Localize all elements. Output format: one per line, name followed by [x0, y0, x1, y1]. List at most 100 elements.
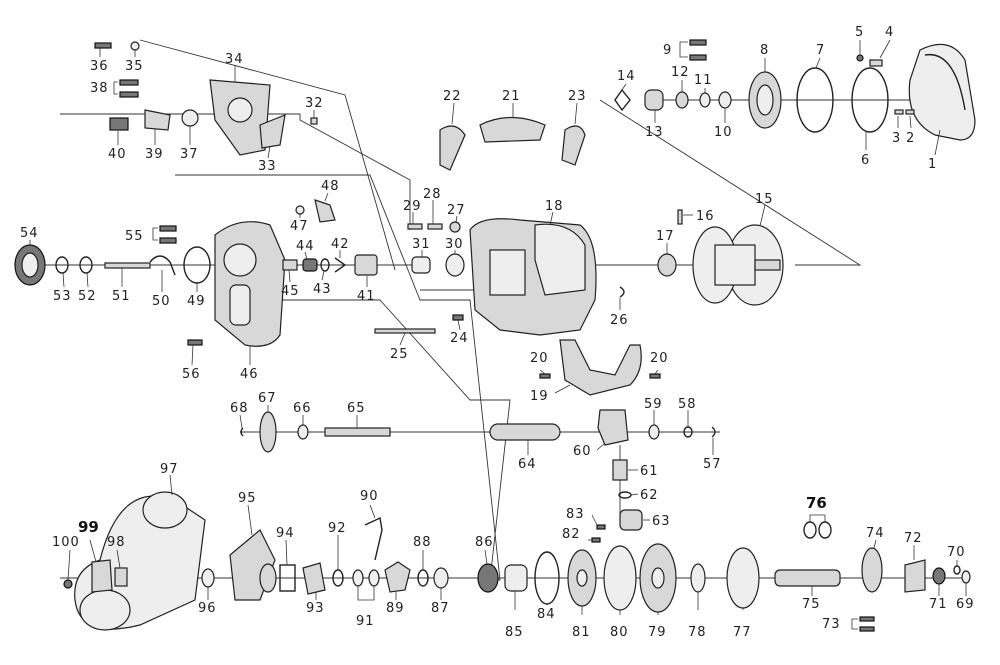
part-59-bushing[interactable]	[648, 424, 660, 440]
part-26-clip[interactable]	[619, 286, 625, 298]
part-1-side-cover[interactable]	[908, 43, 976, 141]
part-66-bushing[interactable]	[297, 424, 309, 440]
part-31-bushing[interactable]	[411, 256, 431, 274]
part-22-side-piece-left[interactable]	[439, 125, 466, 171]
part-2-pin[interactable]	[905, 109, 915, 115]
part-38-screw-lower[interactable]	[119, 91, 139, 98]
part-82-pin[interactable]	[591, 537, 601, 543]
part-63-cap[interactable]	[619, 509, 643, 531]
label-part-14: 14	[617, 69, 636, 84]
part-94-spring[interactable]	[279, 564, 296, 592]
part-6-cover-ring[interactable]	[851, 67, 889, 133]
part-96-washer[interactable]	[201, 568, 215, 588]
part-27-bushing[interactable]	[449, 221, 461, 233]
part-73-screw-upper[interactable]	[859, 616, 875, 622]
part-87-bearing[interactable]	[433, 567, 449, 589]
part-16-pin[interactable]	[677, 209, 683, 225]
part-60-line-guide[interactable]	[597, 409, 629, 446]
part-18-frame-window	[534, 223, 586, 296]
part-40-spring[interactable]	[109, 117, 129, 131]
part-44-bearing[interactable]	[302, 258, 318, 272]
part-91-washer-a[interactable]	[352, 569, 364, 587]
part-28-pin[interactable]	[427, 223, 443, 230]
part-47-washer[interactable]	[295, 205, 305, 215]
part-56-screw[interactable]	[187, 339, 203, 346]
part-32-nut[interactable]	[310, 117, 318, 125]
part-62-washer[interactable]	[618, 491, 632, 499]
part-12-bushing[interactable]	[675, 91, 689, 109]
part-98-nut[interactable]	[114, 567, 128, 587]
part-20-screw-right[interactable]	[649, 373, 661, 379]
part-79-main-gear-hub	[651, 567, 665, 589]
part-57-clip[interactable]	[711, 426, 716, 438]
part-70-clip[interactable]	[953, 565, 961, 575]
part-36-screw[interactable]	[94, 42, 112, 49]
part-74-pinion-gear[interactable]	[861, 547, 883, 593]
part-55-screw-lower[interactable]	[159, 237, 177, 244]
part-53-o-ring[interactable]	[55, 256, 69, 274]
part-75-main-shaft[interactable]	[774, 569, 841, 587]
part-93-nut[interactable]	[302, 562, 326, 595]
part-91-washer-b[interactable]	[368, 569, 380, 587]
part-13-bearing[interactable]	[644, 89, 664, 111]
label-part-47: 47	[290, 219, 309, 234]
part-55-screw-upper[interactable]	[159, 225, 177, 232]
part-11-washer[interactable]	[699, 92, 711, 108]
part-46-side-plate[interactable]	[214, 221, 286, 347]
part-17-bearing[interactable]	[657, 253, 677, 277]
part-23-side-piece-right[interactable]	[561, 125, 586, 166]
part-9-screw-lower[interactable]	[689, 54, 707, 61]
label-part-56: 56	[182, 367, 201, 382]
part-20-screw-left[interactable]	[539, 373, 551, 379]
part-67-gear[interactable]	[259, 411, 277, 453]
part-42-clip[interactable]	[334, 257, 347, 273]
part-5-screw[interactable]	[856, 54, 864, 62]
part-72-plate[interactable]	[904, 559, 926, 593]
part-37-gear[interactable]	[181, 109, 199, 127]
part-10-washer[interactable]	[718, 91, 732, 109]
part-99-plate[interactable]	[91, 559, 113, 593]
part-51-shaft[interactable]	[104, 262, 151, 269]
part-90-clicker[interactable]	[364, 516, 383, 561]
part-77-ratchet[interactable]	[726, 547, 760, 609]
part-39-lever[interactable]	[144, 109, 171, 131]
part-64-guide-tube[interactable]	[489, 423, 561, 441]
part-76-ring-b[interactable]	[818, 521, 832, 539]
part-68-clip[interactable]	[240, 427, 244, 437]
part-4-knob[interactable]	[869, 59, 883, 67]
part-69-washer[interactable]	[961, 570, 971, 584]
part-100-screw[interactable]	[63, 579, 73, 589]
leader-48	[324, 192, 329, 202]
part-78-washer[interactable]	[690, 563, 706, 593]
part-76-ring-a[interactable]	[803, 521, 817, 539]
part-21-top-cover[interactable]	[479, 116, 546, 143]
part-89-bushing[interactable]	[384, 561, 411, 593]
part-33-lever[interactable]	[259, 114, 286, 149]
part-9-screw-upper[interactable]	[689, 39, 707, 46]
part-19-thumb-bar[interactable]	[559, 339, 642, 396]
part-38-screw-upper[interactable]	[119, 79, 139, 86]
part-50-spring[interactable]	[149, 255, 176, 276]
part-43-ring[interactable]	[320, 258, 330, 272]
label-part-30: 30	[445, 237, 464, 252]
part-65-worm-shaft[interactable]	[324, 427, 391, 437]
part-7-o-ring[interactable]	[796, 67, 834, 133]
part-86-bearing[interactable]	[477, 563, 499, 593]
part-85-bushing[interactable]	[504, 564, 528, 592]
part-30-ring[interactable]	[445, 253, 465, 277]
part-45-bushing[interactable]	[282, 259, 298, 271]
part-80-drag-washer[interactable]	[603, 545, 637, 611]
part-41-pinion[interactable]	[354, 254, 378, 276]
part-35-washer[interactable]	[130, 41, 140, 51]
part-3-pin[interactable]	[894, 109, 904, 115]
part-73-screw-lower[interactable]	[859, 626, 875, 632]
part-24-screw[interactable]	[452, 314, 464, 321]
part-61-pawl[interactable]	[612, 459, 628, 481]
part-25-shaft[interactable]	[374, 328, 436, 334]
part-14-clip[interactable]	[614, 88, 631, 112]
part-29-pin[interactable]	[407, 223, 423, 230]
part-83-pin[interactable]	[596, 524, 606, 530]
part-52-ring[interactable]	[79, 256, 93, 274]
part-71-bearing[interactable]	[932, 567, 946, 585]
part-48-lever[interactable]	[314, 199, 336, 223]
